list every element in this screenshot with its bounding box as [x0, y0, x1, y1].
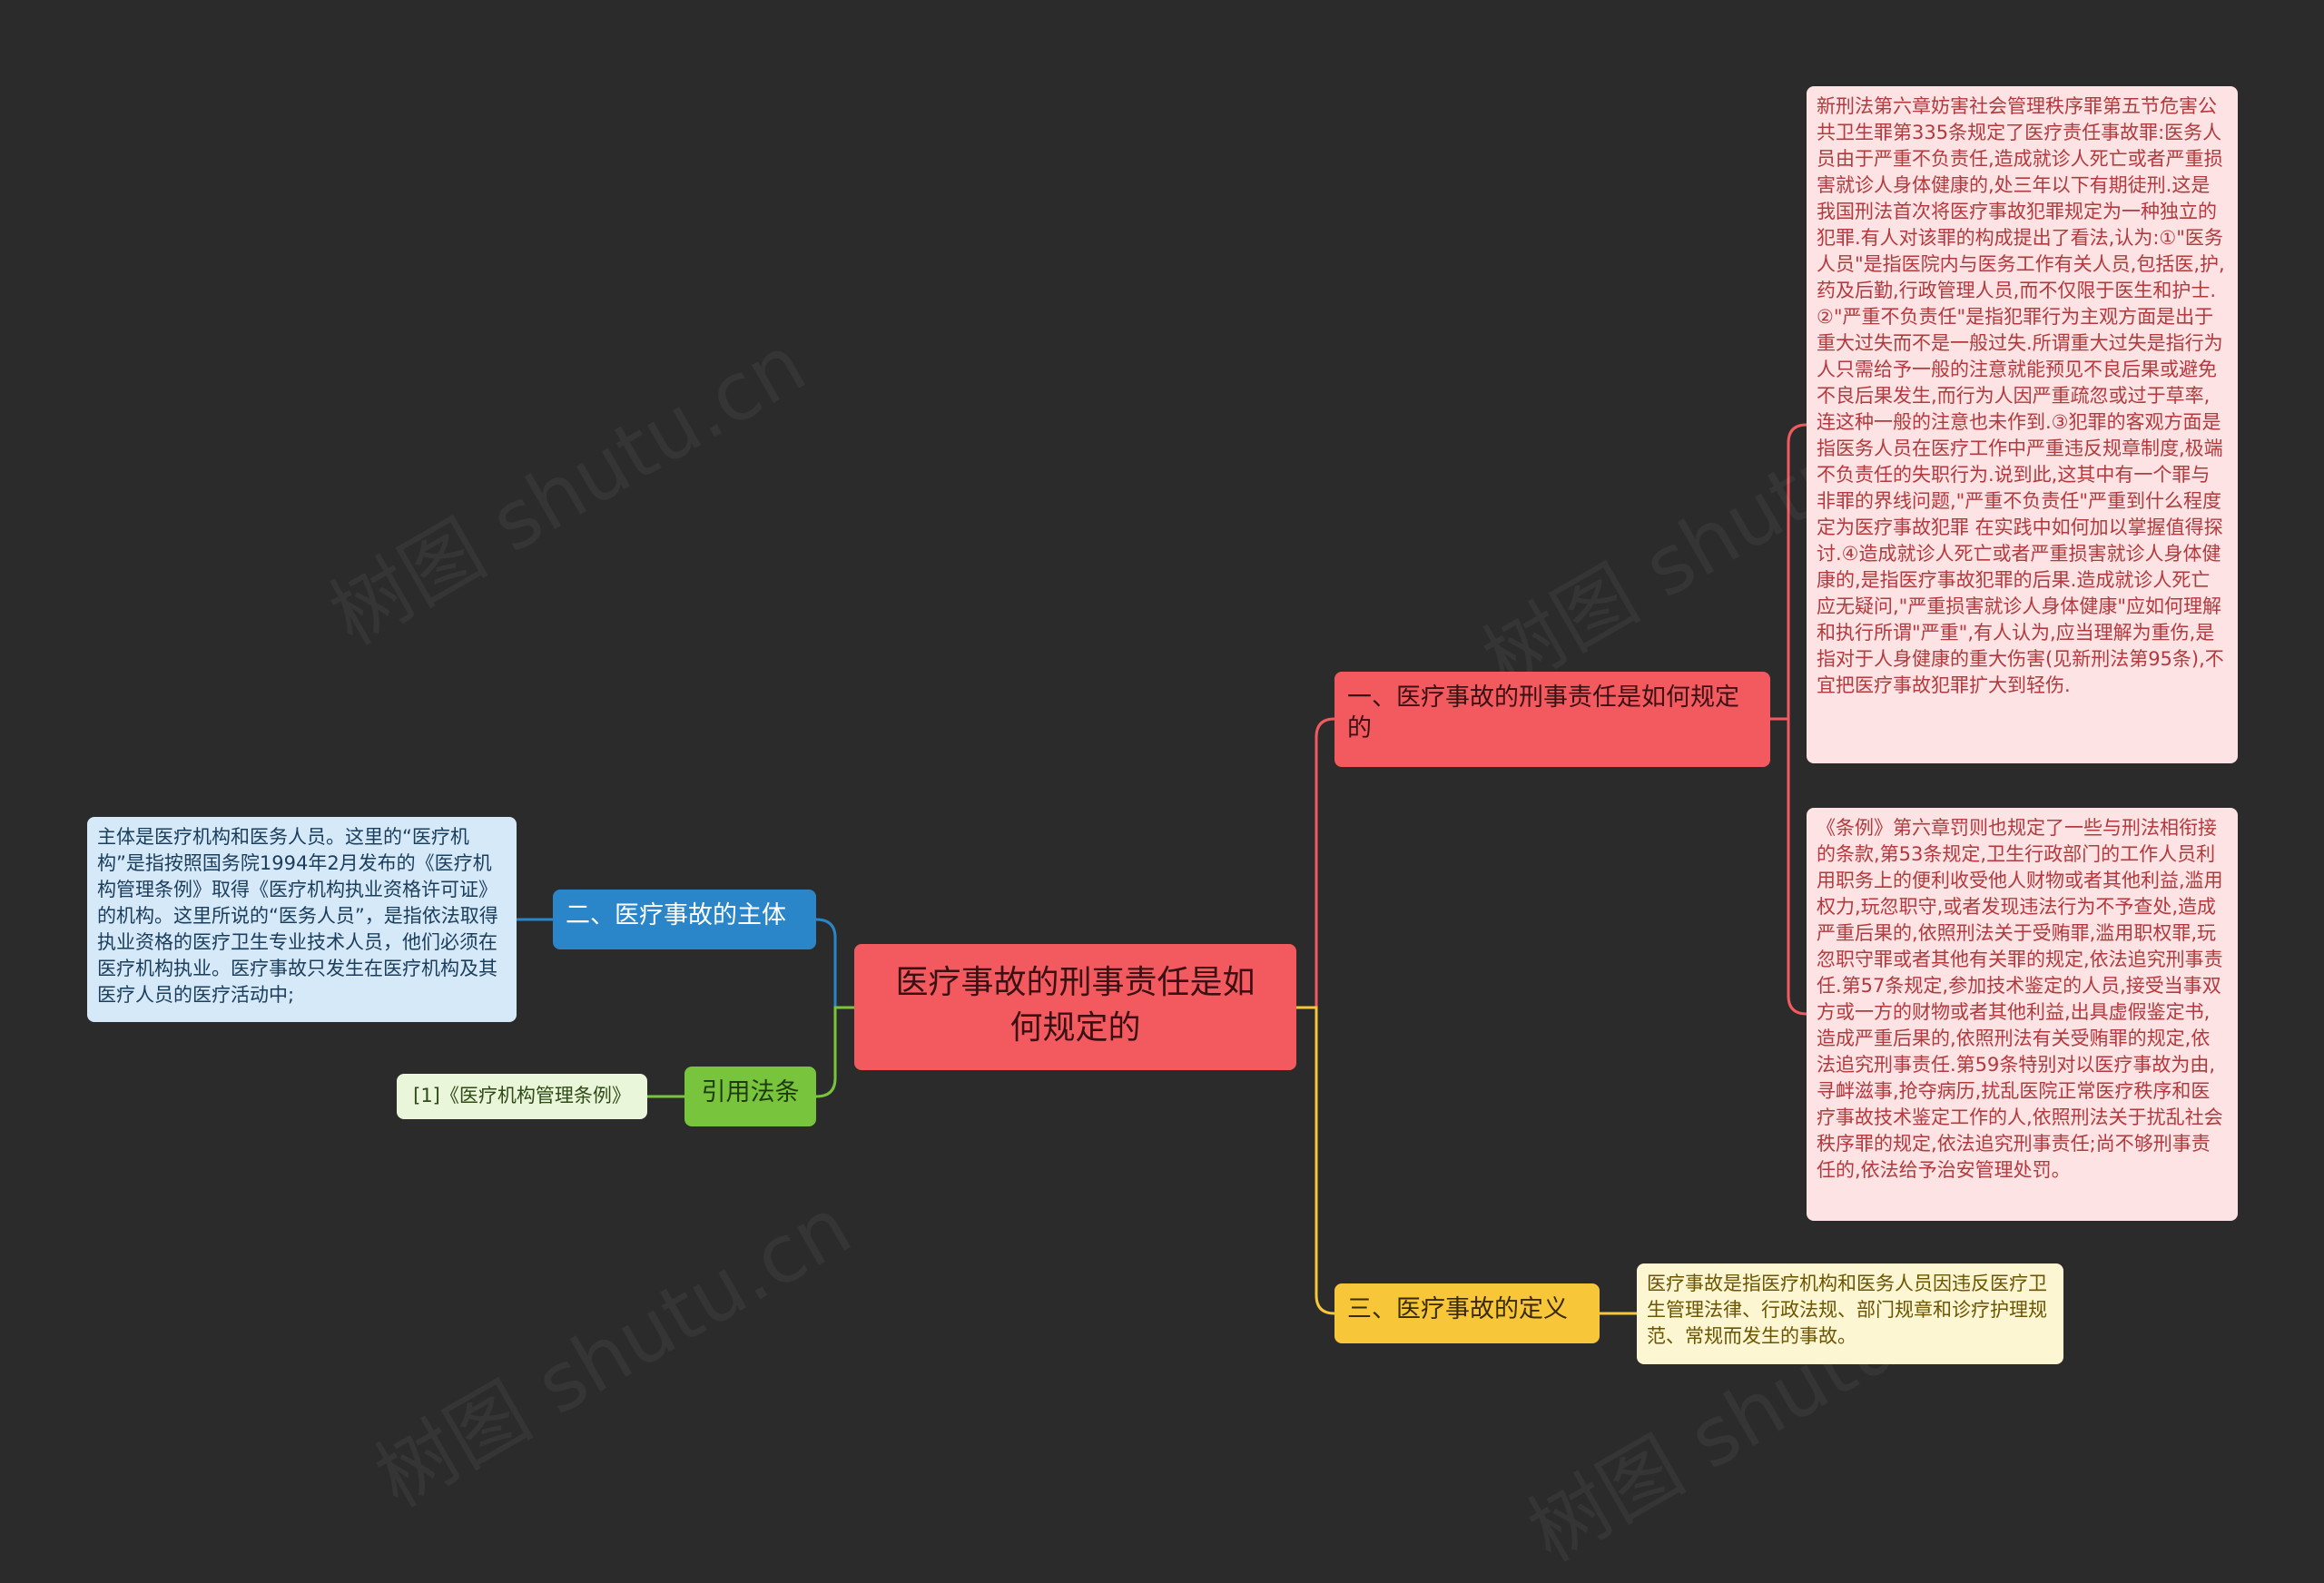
connector-lines	[517, 423, 1807, 1315]
link-center-b1	[1296, 717, 1335, 1009]
link-b1-l1b	[1770, 717, 1807, 1016]
leaf-criminal-law-article[interactable]: 新刑法第六章妨害社会管理秩序罪第五节危害公共卫生罪第335条规定了医疗责任事故罪…	[1807, 86, 2238, 763]
link-center-b2	[815, 918, 854, 1009]
leaf-regulation-penalties[interactable]: 《条例》第六章罚则也规定了一些与刑法相衔接的条款,第53条规定,卫生行政部门的工…	[1807, 808, 2238, 1221]
leaf-citation-detail[interactable]: [1]《医疗机构管理条例》	[397, 1074, 647, 1119]
branch-subject[interactable]: 二、医疗事故的主体	[553, 890, 816, 949]
leaf-definition-detail[interactable]: 医疗事故是指医疗机构和医务人员因违反医疗卫生管理法律、行政法规、部门规章和诊疗护…	[1637, 1263, 2063, 1364]
mindmap-canvas: 树图 shutu.cn 树图 shutu.cn 树图 shutu.cn 树图 s…	[87, 86, 2238, 1579]
leaf-subject-detail[interactable]: 主体是医疗机构和医务人员。这里的“医疗机构”是指按照国务院1994年2月发布的《…	[87, 817, 517, 1022]
link-center-b3	[815, 1006, 854, 1098]
link-center-b4	[1296, 1006, 1335, 1315]
branch-criminal-liability[interactable]: 一、医疗事故的刑事责任是如何规定的	[1334, 672, 1770, 767]
central-topic[interactable]: 医疗事故的刑事责任是如何规定的	[854, 944, 1296, 1070]
link-b1-l1a	[1770, 423, 1807, 721]
branch-definition[interactable]: 三、医疗事故的定义	[1334, 1283, 1600, 1343]
branch-citation[interactable]: 引用法条	[684, 1067, 816, 1126]
